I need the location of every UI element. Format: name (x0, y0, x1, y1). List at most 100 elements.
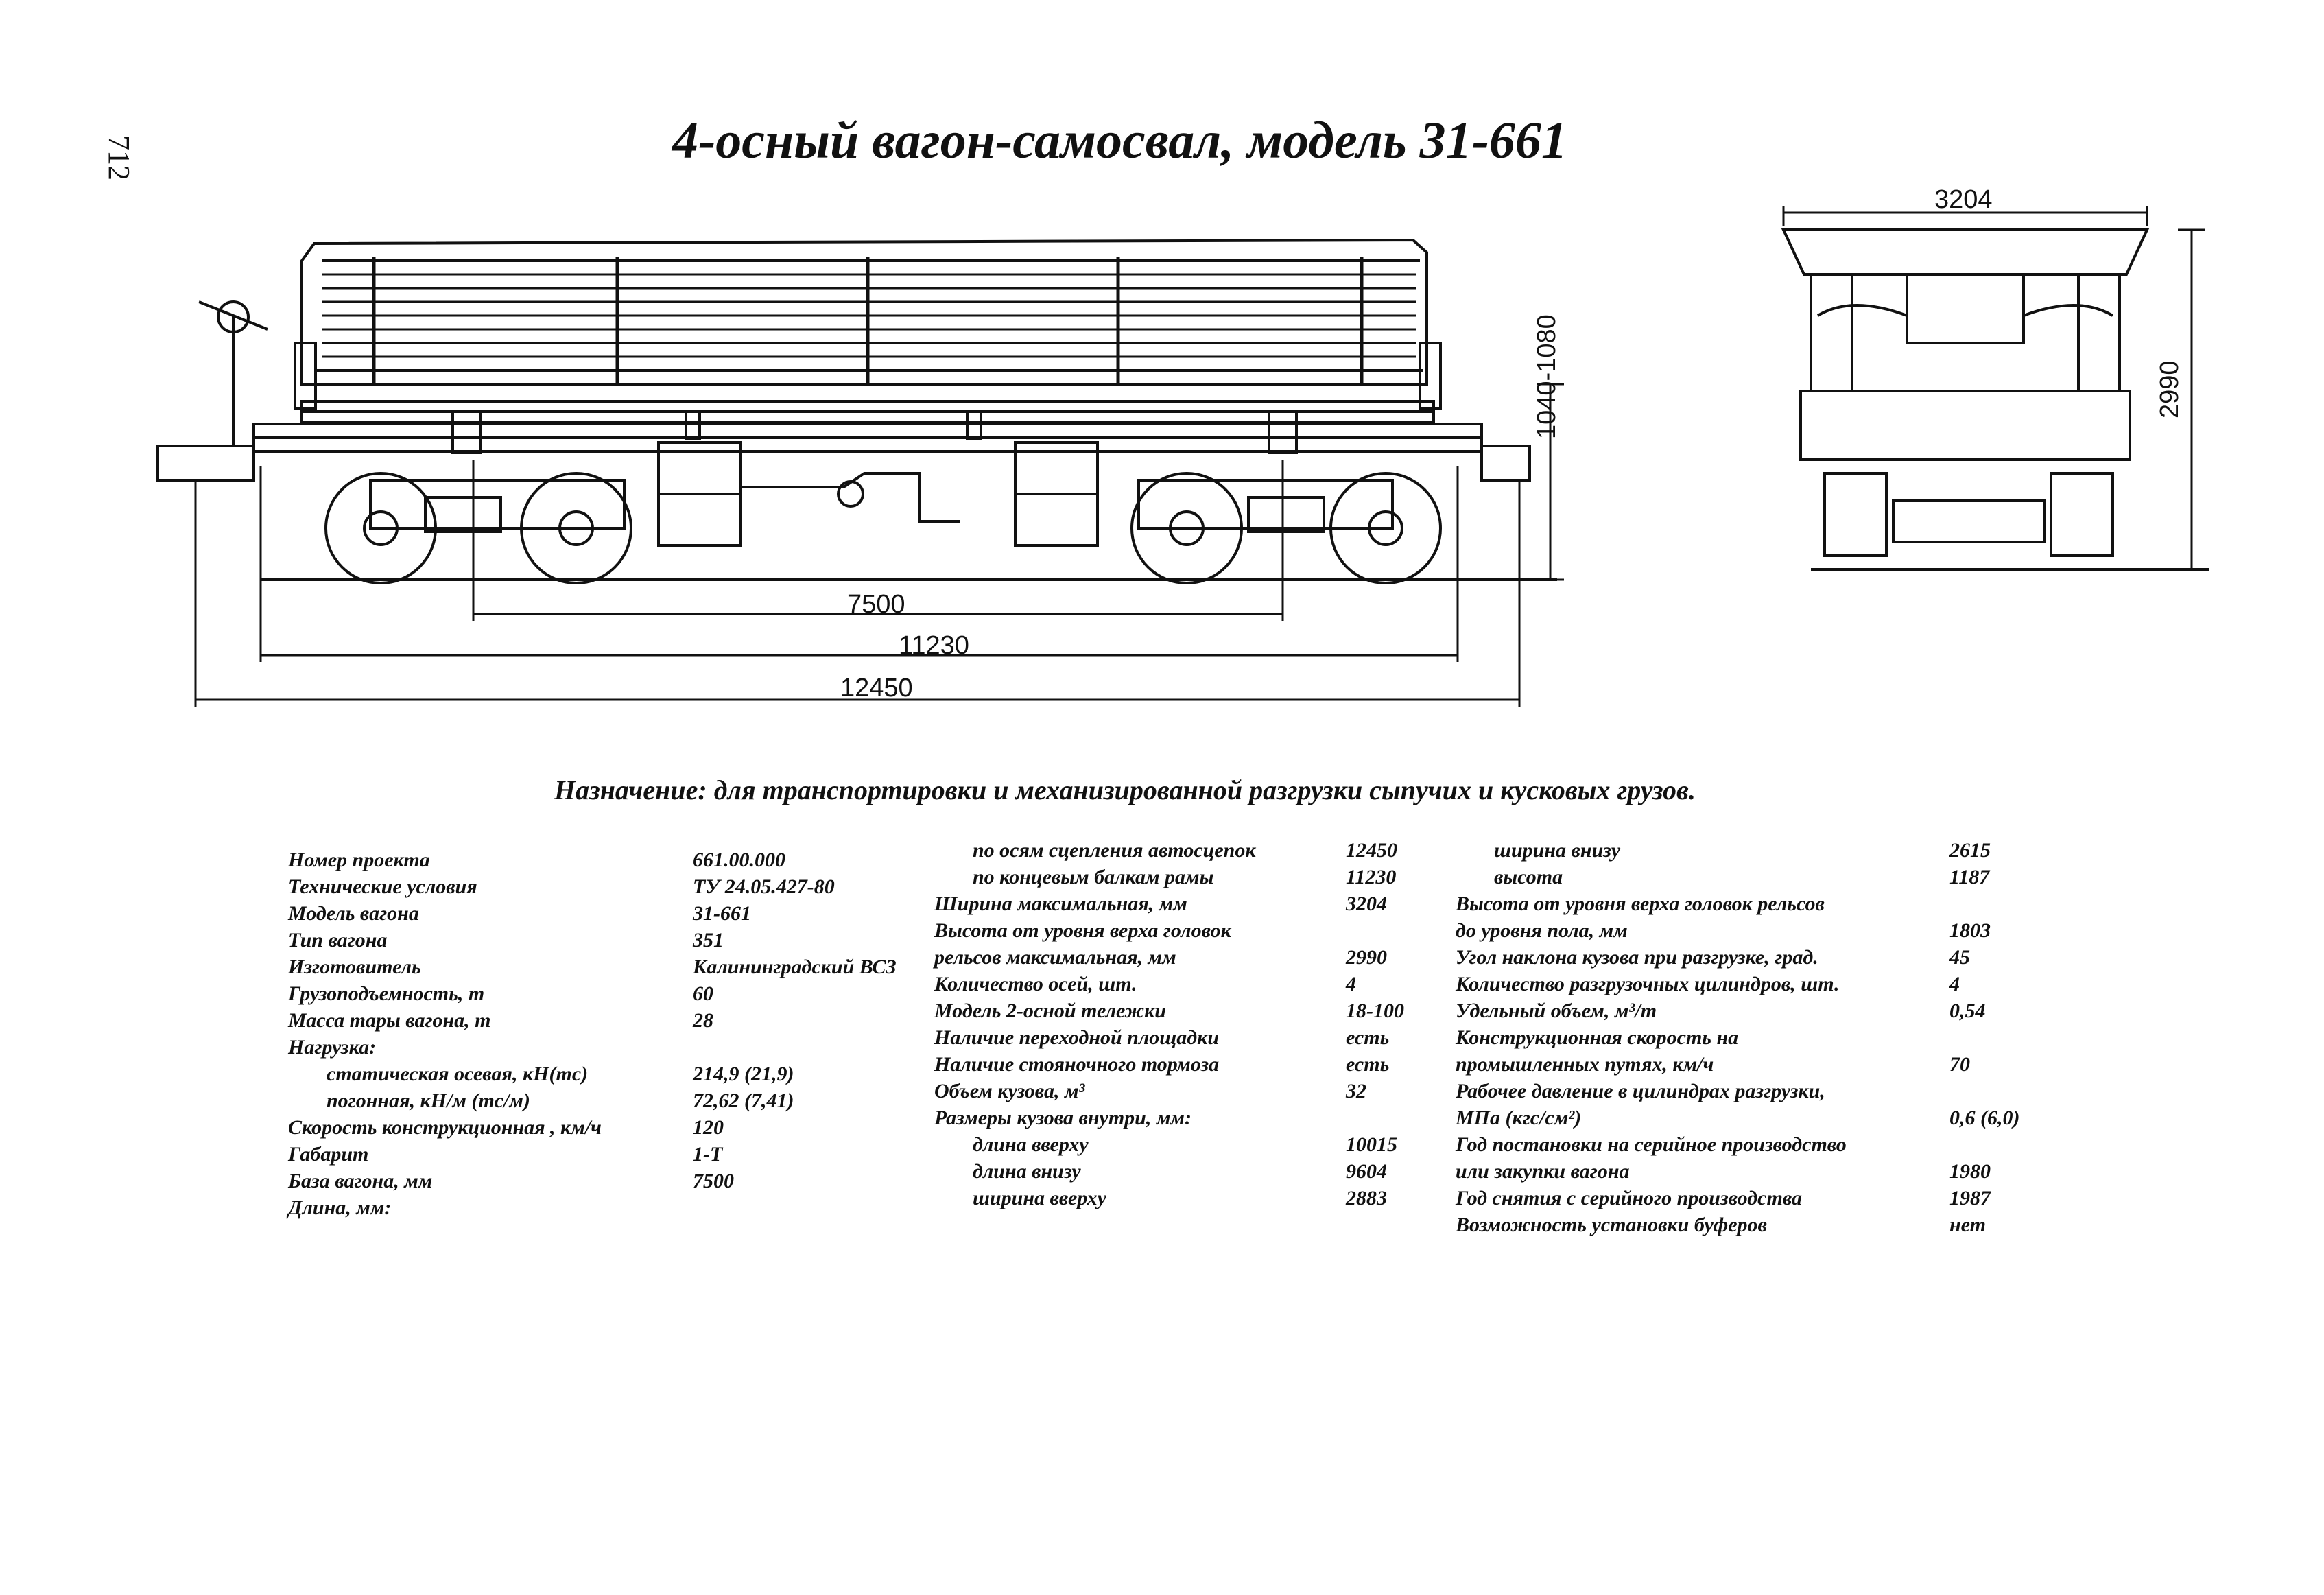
purpose-statement: Назначение: для транспортировки и механи… (554, 775, 1696, 805)
spec-label: Наличие стояночного тормоза (934, 1053, 1220, 1076)
spec-label: Количество осей, шт. (934, 973, 1137, 995)
spec-row: до уровня пола, мм 1803 (1456, 917, 2046, 944)
spec-row: Нагрузка: (288, 1034, 905, 1061)
spec-value: 1803 (1949, 919, 1991, 942)
spec-label: высота (1494, 866, 1563, 888)
side-view (156, 238, 1564, 707)
spec-label: Количество разгрузочных цилиндров, шт. (1456, 973, 1840, 995)
spec-row: по концевым балкам рамы 11230 (934, 864, 1442, 890)
spec-value: 45 (1949, 946, 1970, 969)
spec-row: ширина внизу 2615 (1456, 837, 2046, 864)
spec-label: длина внизу (973, 1160, 1081, 1183)
spec-row: Длина, мм: (288, 1194, 905, 1221)
spec-row: Высота от уровня верха головок рельсов (1456, 890, 2046, 917)
spec-value: 60 (693, 982, 713, 1005)
page-title: 4-осный вагон-самосвал, модель 31-661 (672, 112, 1567, 169)
spec-value: 31-661 (693, 902, 751, 925)
spec-label: по концевым балкам рамы (973, 866, 1214, 888)
spec-value: 661.00.000 (693, 849, 785, 871)
spec-value: 12450 (1346, 839, 1397, 862)
spec-row: Модель вагона 31-661 (288, 900, 905, 927)
spec-value: 4 (1346, 973, 1356, 995)
spec-label: База вагона, мм (288, 1170, 433, 1192)
spec-label: промышленных путях, км/ч (1456, 1053, 1714, 1076)
spec-label: Объем кузова, м³ (934, 1080, 1085, 1102)
wagon-drawing (156, 206, 2209, 707)
spec-value: Калининградский ВСЗ (693, 956, 897, 978)
spec-value: есть (1346, 1053, 1390, 1076)
spec-label: Модель вагона (288, 902, 419, 925)
spec-value: 2615 (1949, 839, 1991, 862)
spec-label: Высота от уровня верха головок рельсов (1456, 893, 1825, 915)
spec-label: Угол наклона кузова при разгрузке, град. (1456, 946, 1818, 969)
spec-label: МПа (кгс/см²) (1456, 1107, 1582, 1129)
spec-label: Длина, мм: (288, 1196, 392, 1219)
spec-row: длина внизу 9604 (934, 1158, 1442, 1185)
spec-row: Размеры кузова внутри, мм: (934, 1104, 1442, 1131)
spec-row: Количество осей, шт. 4 (934, 971, 1442, 997)
spec-value: 120 (693, 1116, 724, 1139)
spec-label: погонная, кН/м (тс/м) (327, 1089, 530, 1112)
spec-row: или закупки вагона 1980 (1456, 1158, 2046, 1185)
spec-label: Габарит (288, 1143, 369, 1166)
spec-label: Номер проекта (288, 849, 430, 871)
spec-label: Удельный объем, м³/т (1456, 1000, 1657, 1022)
spec-label: Нагрузка: (288, 1036, 377, 1059)
spec-value: 1-Т (693, 1143, 723, 1166)
spec-row: Наличие стояночного тормоза есть (934, 1051, 1442, 1078)
spec-label: Год снятия с серийного производства (1456, 1187, 1803, 1209)
spec-row: Габарит 1-Т (288, 1141, 905, 1168)
spec-row: Год постановки на серийное производство (1456, 1131, 2046, 1158)
spec-label: Технические условия (288, 875, 477, 898)
spec-row: База вагона, мм 7500 (288, 1168, 905, 1194)
spec-value: 3204 (1346, 893, 1387, 915)
spec-row: высота 1187 (1456, 864, 2046, 890)
spec-row: Грузоподъемность, т 60 (288, 980, 905, 1007)
spec-value: 7500 (693, 1170, 734, 1192)
spec-label: Скорость конструкционная , км/ч (288, 1116, 602, 1139)
spec-label: Масса тары вагона, т (288, 1009, 491, 1032)
spec-value: 1187 (1949, 866, 1990, 888)
spec-label: или закупки вагона (1456, 1160, 1630, 1183)
spec-label: Изготовитель (288, 956, 421, 978)
end-view (1781, 206, 2209, 571)
spec-label: Грузоподъемность, т (288, 982, 485, 1005)
spec-value: 9604 (1346, 1160, 1387, 1183)
spec-row: статическая осевая, кН(тс)214,9 (21,9) (288, 1061, 905, 1087)
spec-value: 1980 (1949, 1160, 1991, 1183)
spec-label: до уровня пола, мм (1456, 919, 1628, 942)
spec-value: есть (1346, 1026, 1390, 1049)
spec-row: Высота от уровня верха головок (934, 917, 1442, 944)
spec-row: промышленных путях, км/ч 70 (1456, 1051, 2046, 1078)
spec-label: Размеры кузова внутри, мм: (934, 1107, 1191, 1129)
spec-value: 11230 (1346, 866, 1397, 888)
spec-label: ширина внизу (1494, 839, 1621, 862)
spec-row: Наличие переходной площадки есть (934, 1024, 1442, 1051)
dim-height-range: 1040-1080 (1532, 314, 1561, 439)
spec-label: длина вверху (973, 1133, 1089, 1156)
spec-label: Наличие переходной площадки (934, 1026, 1220, 1049)
spec-label: Конструкционная скорость на (1456, 1026, 1739, 1049)
spec-value: 4 (1949, 973, 1960, 995)
spec-value: 72,62 (7,41) (693, 1089, 794, 1112)
spec-value: 10015 (1346, 1133, 1397, 1156)
spec-value: 70 (1949, 1053, 1970, 1076)
spec-row: Скорость конструкционная , км/ч 120 (288, 1114, 905, 1141)
spec-label: Тип вагона (288, 929, 388, 952)
spec-label: Возможность установки буферов (1456, 1214, 1767, 1236)
dim-coupler-length: 12450 (840, 674, 913, 702)
dim-base: 7500 (847, 590, 905, 619)
